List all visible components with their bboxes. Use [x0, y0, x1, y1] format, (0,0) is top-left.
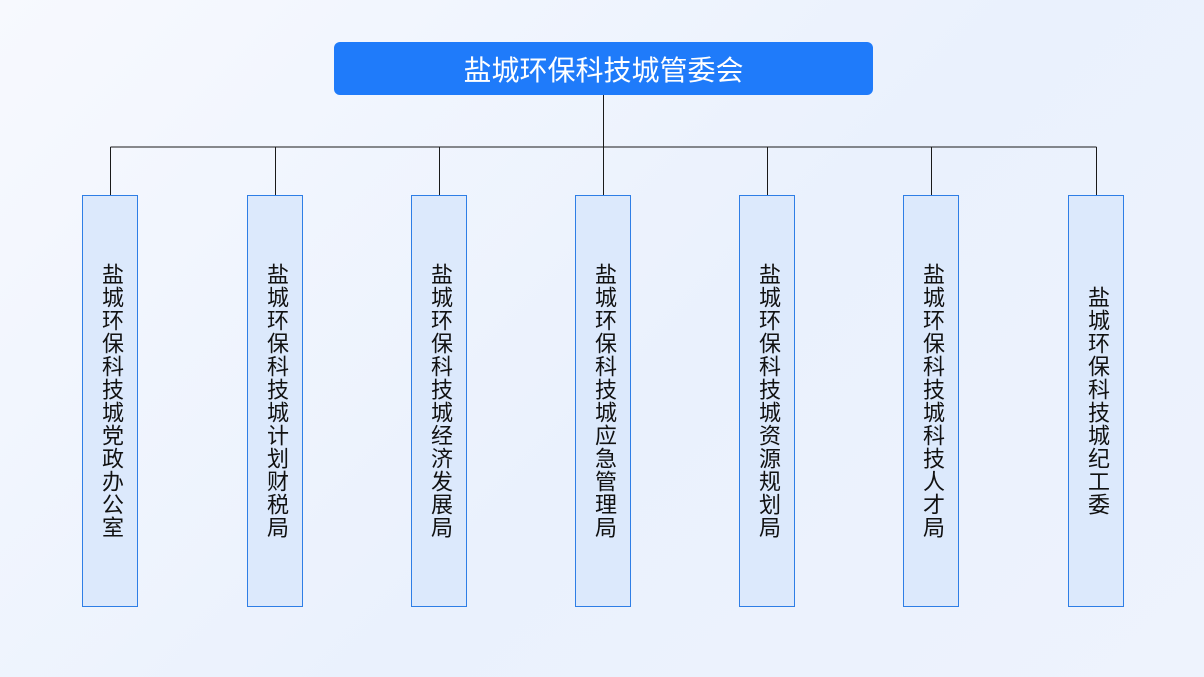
org-node-label: 盐城环保科技城党政办公室 [98, 263, 123, 539]
org-node-emergency-management: 盐城环保科技城应急管理局 [575, 195, 631, 607]
org-node-discipline-committee: 盐城环保科技城纪工委 [1068, 195, 1124, 607]
org-node-label: 盐城环保科技城计划财税局 [263, 263, 288, 539]
org-node-label: 盐城环保科技城应急管理局 [591, 263, 616, 539]
org-node-label: 盐城环保科技城经济发展局 [427, 263, 452, 539]
org-node-economic-development: 盐城环保科技城经济发展局 [411, 195, 467, 607]
org-node-planning-finance: 盐城环保科技城计划财税局 [247, 195, 303, 607]
org-node-label: 盐城环保科技城科技人才局 [919, 263, 944, 539]
org-root-label: 盐城环保科技城管委会 [463, 53, 744, 87]
org-node-label: 盐城环保科技城纪工委 [1084, 286, 1109, 516]
org-node-label: 盐城环保科技城资源规划局 [755, 263, 780, 539]
org-node-resource-planning: 盐城环保科技城资源规划局 [739, 195, 795, 607]
org-root-node: 盐城环保科技城管委会 [334, 42, 873, 95]
org-node-science-talent: 盐城环保科技城科技人才局 [903, 195, 959, 607]
org-node-party-office: 盐城环保科技城党政办公室 [82, 195, 138, 607]
